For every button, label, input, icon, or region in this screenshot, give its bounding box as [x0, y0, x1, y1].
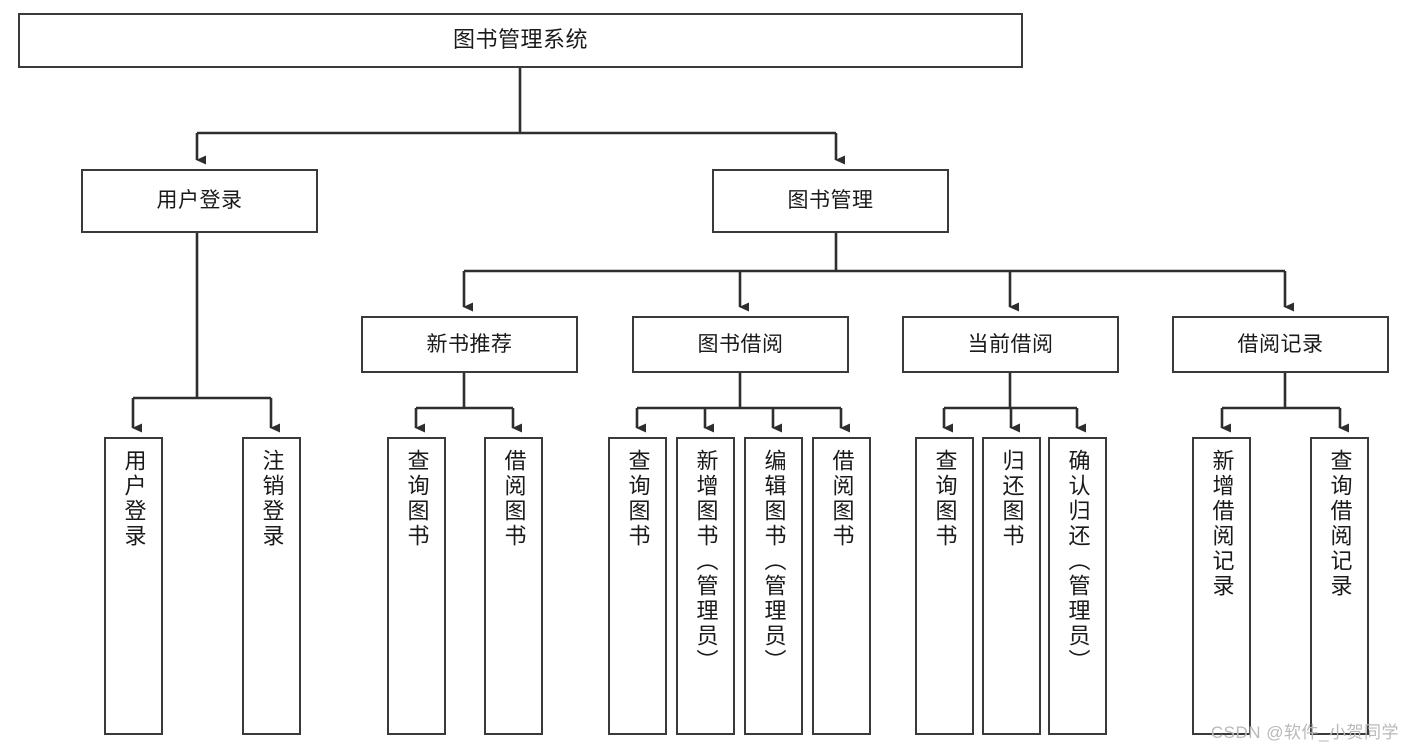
leaf-user-login-signout-label: 注销登录: [259, 449, 285, 549]
node-new-book-recommend[interactable]: 新书推荐: [361, 316, 578, 373]
leaf-user-login-signout[interactable]: 注销登录: [242, 437, 301, 735]
watermark: CSDN @软件_小贺同学: [1210, 723, 1399, 742]
node-root[interactable]: 图书管理系统: [18, 13, 1023, 68]
leaf-borrow-edit-book-label: 编辑图书（管理员）: [761, 449, 787, 674]
leaf-record-query-label: 查询借阅记录: [1327, 449, 1353, 599]
leaf-new-book-query[interactable]: 查询图书: [387, 437, 446, 735]
node-current-borrow[interactable]: 当前借阅: [902, 316, 1119, 373]
leaf-borrow-add-book[interactable]: 新增图书（管理员）: [676, 437, 735, 735]
leaf-borrow-query-book[interactable]: 查询图书: [608, 437, 667, 735]
leaf-current-return-book[interactable]: 归还图书: [982, 437, 1041, 735]
leaf-new-book-query-label: 查询图书: [404, 449, 430, 549]
node-book-management[interactable]: 图书管理: [712, 169, 949, 233]
node-borrow-record-label: 借阅记录: [1237, 332, 1324, 356]
node-book-management-label: 图书管理: [787, 189, 874, 213]
node-root-label: 图书管理系统: [452, 27, 588, 53]
node-borrow-record[interactable]: 借阅记录: [1172, 316, 1389, 373]
leaf-new-book-borrow-label: 借阅图书: [501, 449, 527, 549]
leaf-new-book-borrow[interactable]: 借阅图书: [484, 437, 543, 735]
leaf-borrow-borrow-book[interactable]: 借阅图书: [812, 437, 871, 735]
node-current-borrow-label: 当前借阅: [967, 332, 1054, 356]
node-user-login[interactable]: 用户登录: [81, 169, 318, 233]
leaf-current-query-book[interactable]: 查询图书: [915, 437, 974, 735]
leaf-borrow-borrow-book-label: 借阅图书: [829, 449, 855, 549]
leaf-current-return-book-label: 归还图书: [999, 449, 1025, 549]
node-book-borrow[interactable]: 图书借阅: [632, 316, 849, 373]
leaf-borrow-edit-book[interactable]: 编辑图书（管理员）: [744, 437, 803, 735]
leaf-borrow-query-book-label: 查询图书: [625, 449, 651, 549]
leaf-current-confirm-return[interactable]: 确认归还（管理员）: [1048, 437, 1107, 735]
leaf-record-add-label: 新增借阅记录: [1209, 449, 1235, 599]
node-new-book-recommend-label: 新书推荐: [426, 332, 513, 356]
leaf-current-confirm-return-label: 确认归还（管理员）: [1065, 449, 1091, 674]
leaf-borrow-add-book-label: 新增图书（管理员）: [693, 449, 719, 674]
leaf-current-query-book-label: 查询图书: [932, 449, 958, 549]
leaf-record-query[interactable]: 查询借阅记录: [1310, 437, 1369, 735]
node-user-login-label: 用户登录: [156, 189, 243, 213]
node-book-borrow-label: 图书借阅: [697, 332, 784, 356]
leaf-user-login-signin[interactable]: 用户登录: [104, 437, 163, 735]
leaf-user-login-signin-label: 用户登录: [121, 449, 147, 549]
leaf-record-add[interactable]: 新增借阅记录: [1192, 437, 1251, 735]
